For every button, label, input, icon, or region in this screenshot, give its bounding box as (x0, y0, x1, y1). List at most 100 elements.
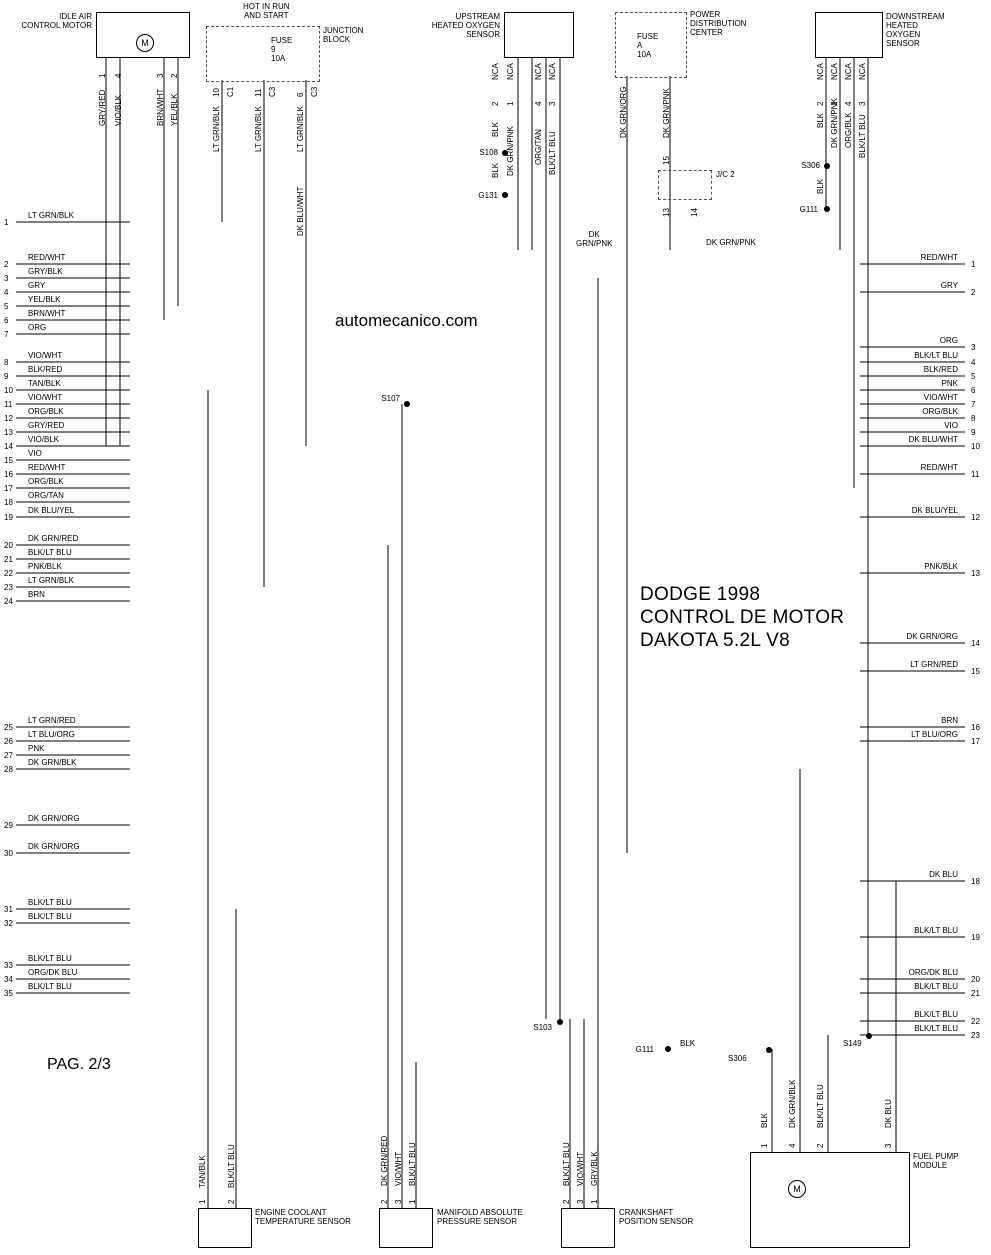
jb-wire-10: LT GRN/BLK (212, 106, 221, 152)
jb-pin-10: 10 (212, 88, 221, 97)
left-pin-number: 27 (4, 751, 13, 760)
iac-pin-2: 2 (170, 73, 179, 78)
map-wire-blkltblu: BLK/LT BLU (408, 1142, 417, 1186)
left-pin-number: 17 (4, 484, 13, 493)
jb-conn-c3b: C3 (310, 86, 319, 97)
right-wire-label: DK BLU/YEL (911, 506, 958, 515)
down-wire-blkltblu: BLK/LT BLU (858, 114, 867, 158)
right-pin-number: 22 (971, 1017, 980, 1026)
left-wire-label: RED/WHT (28, 463, 66, 472)
right-pin-number: 6 (971, 386, 976, 395)
g131-ground-icon (502, 192, 508, 198)
right-pin-number: 11 (971, 470, 980, 479)
s108-splice (502, 150, 508, 156)
jc2-box (658, 170, 712, 200)
right-pin-number: 4 (971, 358, 976, 367)
title-line-2: CONTROL DE MOTOR (640, 607, 845, 628)
downstream-label: DOWNSTREAM HEATED OXYGEN SENSOR (886, 12, 945, 48)
left-pin-number: 4 (4, 288, 9, 297)
left-pin-number: 1 (4, 218, 9, 227)
right-wire-label: BLK/LT BLU (914, 1010, 958, 1019)
fpm-wire-dkgrnblk: DK GRN/BLK (788, 1079, 797, 1128)
jb-wire-11: LT GRN/BLK (254, 106, 263, 152)
right-pin-number: 1 (971, 260, 976, 269)
s306-label-bottom: S306 (728, 1054, 747, 1063)
s108-label: S108 (479, 148, 498, 157)
ckp-pin-1: 1 (590, 1199, 599, 1204)
g131-label: G131 (478, 191, 498, 200)
left-pin-number: 25 (4, 723, 13, 732)
right-pin-number: 14 (971, 639, 980, 648)
left-wire-label: LT GRN/BLK (28, 211, 74, 220)
downstream-o2-box (815, 12, 883, 58)
junction-block-label: JUNCTION BLOCK (323, 26, 364, 44)
left-pin-number: 28 (4, 765, 13, 774)
ect-wire-blkltblu: BLK/LT BLU (227, 1144, 236, 1188)
right-pin-number: 13 (971, 569, 980, 578)
left-wire-label: ORG/TAN (28, 491, 64, 500)
right-wire-label: PNK (941, 379, 958, 388)
left-pin-number: 22 (4, 569, 13, 578)
left-wire-label: RED/WHT (28, 253, 66, 262)
fuseA-label: FUSE A 10A (637, 32, 659, 59)
left-pin-number: 12 (4, 414, 13, 423)
down-wire-blk-2: BLK (816, 178, 825, 194)
left-pin-number: 32 (4, 919, 13, 928)
right-wire-label: ORG (939, 336, 958, 345)
left-wire-label: ORG/DK BLU (28, 968, 78, 977)
pdc-box (615, 12, 687, 78)
jb-conn-c3a: C3 (268, 86, 277, 97)
right-pin-number: 16 (971, 723, 980, 732)
ckp-pin-3: 3 (576, 1199, 585, 1204)
left-pin-number: 7 (4, 330, 9, 339)
ckp-sensor-box (561, 1208, 615, 1248)
pdc-label: POWER DISTRIBUTION CENTER (690, 10, 747, 37)
ect-wire-tanblk: TAN/BLK (198, 1155, 207, 1188)
right-wire-label: RED/WHT (920, 463, 958, 472)
ect-label: ENGINE COOLANT TEMPERATURE SENSOR (255, 1208, 351, 1226)
s107-label: S107 (381, 394, 400, 403)
right-wire-label: VIO (944, 421, 958, 430)
ect-pin-2: 2 (227, 1199, 236, 1204)
up-pin-3: 3 (548, 101, 557, 106)
right-pin-number: 10 (971, 442, 980, 451)
s107-splice (404, 401, 410, 407)
right-pin-number: 19 (971, 933, 980, 942)
left-pin-number: 9 (4, 372, 9, 381)
jb-pin-11: 11 (254, 88, 263, 97)
jb-wire-6: LT GRN/BLK (296, 106, 305, 152)
ckp-wire-blkltblu: BLK/LT BLU (562, 1142, 571, 1186)
map-pin-3: 3 (394, 1199, 403, 1204)
jb-mid-wire: DK BLU/WHT (296, 186, 305, 236)
up-pin-4: 4 (534, 101, 543, 106)
up-wire-blkltblu: BLK/LT BLU (548, 131, 557, 175)
left-pin-number: 14 (4, 442, 13, 451)
left-wire-label: LT BLU/ORG (28, 730, 75, 739)
ect-pin-1: 1 (198, 1199, 207, 1204)
g111-ground-icon-top (824, 206, 830, 212)
right-pin-number: 12 (971, 513, 980, 522)
s306-splice-top (824, 163, 830, 169)
fpm-wire-blk: BLK (760, 1112, 769, 1128)
left-wire-label: LT GRN/BLK (28, 576, 74, 585)
left-wire-label: DK BLU/YEL (28, 506, 75, 515)
s149-splice (866, 1033, 872, 1039)
iac-wire-1: GRY/RED (98, 89, 107, 126)
right-pin-number: 20 (971, 975, 980, 984)
right-wire-label: BLK/LT BLU (914, 351, 958, 360)
left-pin-number: 18 (4, 498, 13, 507)
right-wire-label: LT BLU/ORG (911, 730, 958, 739)
up-pin-2: 2 (491, 101, 500, 106)
right-wire-label: BRN (941, 716, 958, 725)
left-wire-label: PNK/BLK (28, 562, 62, 571)
right-pin-number: 18 (971, 877, 980, 886)
iac-pin-1: 1 (98, 73, 107, 78)
title-line-1: DODGE 1998 (640, 584, 761, 605)
fpm-pin-1: 1 (760, 1143, 769, 1148)
diagram-title: DODGE 1998 CONTROL DE MOTOR DAKOTA 5.2L … (640, 583, 844, 652)
left-wire-label: ORG/BLK (28, 477, 64, 486)
title-line-3: DAKOTA 5.2L V8 (640, 630, 790, 651)
right-wire-label: VIO/WHT (923, 393, 958, 402)
left-pin-number: 35 (4, 989, 13, 998)
